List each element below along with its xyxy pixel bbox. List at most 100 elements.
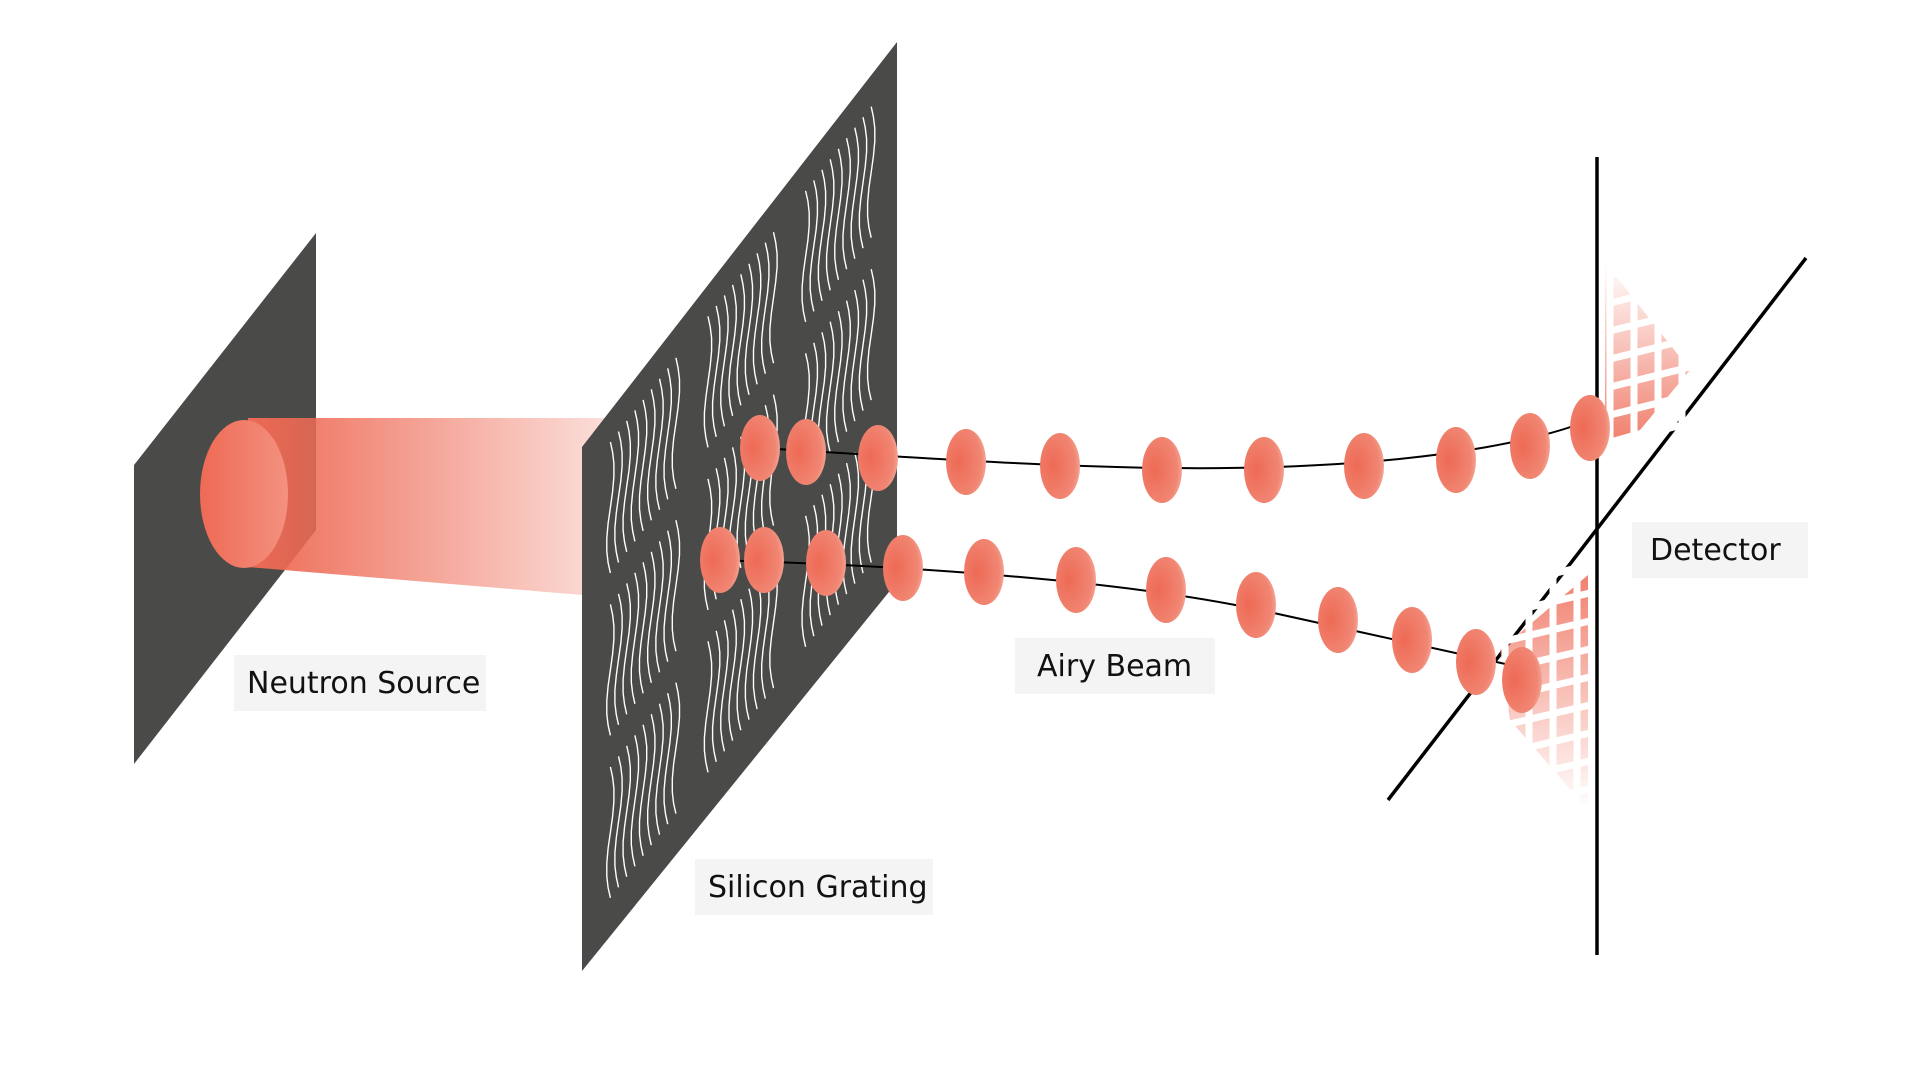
detector-grid-line: [1504, 617, 1591, 645]
grating-slit-line: [663, 530, 672, 662]
airy-beam-lobe-upper: [1436, 427, 1476, 493]
grating-slit-line: [858, 279, 868, 411]
detector-grid-line: [1609, 307, 1691, 335]
airy-beam-lobe-lower: [1146, 557, 1186, 623]
grating-slit-line: [622, 583, 631, 715]
detector-grid-line: [1609, 363, 1691, 391]
airy-beam-lobe-lower: [964, 539, 1004, 605]
grating-slit-line: [744, 588, 754, 720]
airy-beam-lobe-lower: [1502, 647, 1542, 713]
silicon-grating-text: Silicon Grating: [708, 870, 928, 905]
grating-slit-line: [720, 295, 729, 427]
detector-text: Detector: [1650, 533, 1781, 568]
grating-slit-line: [655, 378, 664, 510]
airy-beam-lobe-lower: [1392, 607, 1432, 673]
airy-beam-lobe-upper: [1344, 433, 1384, 499]
label-detector: Detector: [1632, 522, 1808, 578]
airy-beam-lobe-lower: [806, 530, 846, 596]
airy-beam-text: Airy Beam: [1037, 649, 1192, 684]
grating-slit-line: [638, 724, 648, 856]
grating-slit-line: [671, 520, 681, 652]
grating-slit-line: [809, 180, 819, 312]
grating-slit-line: [728, 284, 737, 417]
grating-slit-line: [647, 714, 656, 846]
airy-beam-lobe-upper: [1570, 395, 1610, 461]
grating-slit-line: [834, 311, 843, 443]
grating-slit-line: [866, 106, 876, 238]
grating-slit-line: [711, 305, 721, 438]
detector-grid-line: [1504, 785, 1591, 813]
grating-slit-line: [850, 127, 860, 259]
grating-slit-line: [825, 159, 835, 291]
grating-slit-line: [655, 541, 664, 673]
airy-beam-lobe-lower: [1456, 629, 1496, 695]
airy-beam-lobe-upper: [786, 419, 826, 485]
grating-slit-line: [744, 263, 754, 395]
airy-beam-lobe-lower: [700, 527, 740, 593]
grating-slit-line: [801, 190, 810, 323]
grating-slit-line: [606, 604, 615, 736]
airy-beam-lobe-lower: [883, 535, 923, 601]
airy-beam-lobes: [700, 395, 1610, 713]
grating-slit-line: [647, 389, 656, 521]
airy-beam-lobe-upper: [740, 415, 780, 481]
source-disc: [200, 420, 288, 568]
label-neutron-source: Neutron Source: [234, 655, 486, 711]
airy-beam-lobe-upper: [1510, 413, 1550, 479]
grating-slit-line: [842, 300, 851, 432]
airy-beam-lobe-upper: [946, 429, 986, 495]
grating-slit-line: [825, 321, 835, 453]
airy-beam-lobe-upper: [1040, 433, 1080, 499]
grating-slit-line: [703, 316, 713, 448]
detector-grid-line: [1609, 251, 1691, 279]
grating-pattern: [606, 106, 876, 899]
grating-slit-line: [638, 562, 648, 694]
grating-slit-line: [630, 410, 640, 542]
grating-slit-line: [614, 756, 623, 888]
airy-beam-lobe-lower: [1236, 572, 1276, 638]
grating-slit-line: [703, 641, 713, 773]
detector-grid-line: [1504, 757, 1591, 785]
detector-grid-line: [1609, 335, 1691, 363]
airy-beam-lobe-lower: [1056, 547, 1096, 613]
grating-slit-line: [606, 766, 615, 899]
grating-slit-line: [606, 441, 615, 574]
grating-slit-line: [736, 274, 746, 406]
grating-slit-line: [671, 682, 681, 814]
incident-beam: [248, 418, 606, 597]
grating-slit-line: [614, 593, 623, 726]
airy-beam-lobe-upper: [1244, 437, 1284, 503]
airy-beam-lobe-lower: [1318, 587, 1358, 653]
grating-slit-line: [728, 609, 737, 741]
neutron-source-text: Neutron Source: [247, 666, 480, 701]
grating-slit-line: [630, 735, 640, 867]
detector-grid-line: [1504, 589, 1591, 617]
detector-grid-line: [1504, 729, 1591, 757]
detector-grid-line: [1609, 279, 1691, 307]
detector-grid-line: [1609, 419, 1691, 447]
detector-grid-line: [1504, 561, 1591, 589]
label-airy-beam: Airy Beam: [1015, 638, 1215, 694]
grating-slit-line: [866, 268, 876, 401]
grating-slit-line: [647, 551, 656, 683]
grating-slit-line: [858, 117, 868, 249]
airy-beam-lobe-lower: [744, 527, 784, 593]
grating-slit-line: [769, 232, 778, 364]
grating-slit-line: [850, 289, 860, 422]
grating-slit-line: [622, 745, 631, 877]
grating-slit-line: [614, 431, 623, 563]
grating-slit-line: [671, 357, 681, 489]
grating-slit-line: [720, 620, 729, 752]
grating-slit-line: [752, 253, 762, 385]
grating-slit-line: [736, 599, 746, 731]
grating-slit-line: [622, 420, 631, 553]
grating-slit-line: [630, 572, 640, 704]
detector-diagonal-line: [1386, 256, 1808, 802]
grating-slit-line: [663, 693, 672, 825]
grating-slit-line: [663, 368, 672, 500]
detector-pattern-top: [1605, 251, 1691, 447]
detector-grid-line: [1504, 701, 1591, 729]
airy-beam-lobe-upper: [858, 425, 898, 491]
grating-slit-line: [834, 148, 843, 280]
